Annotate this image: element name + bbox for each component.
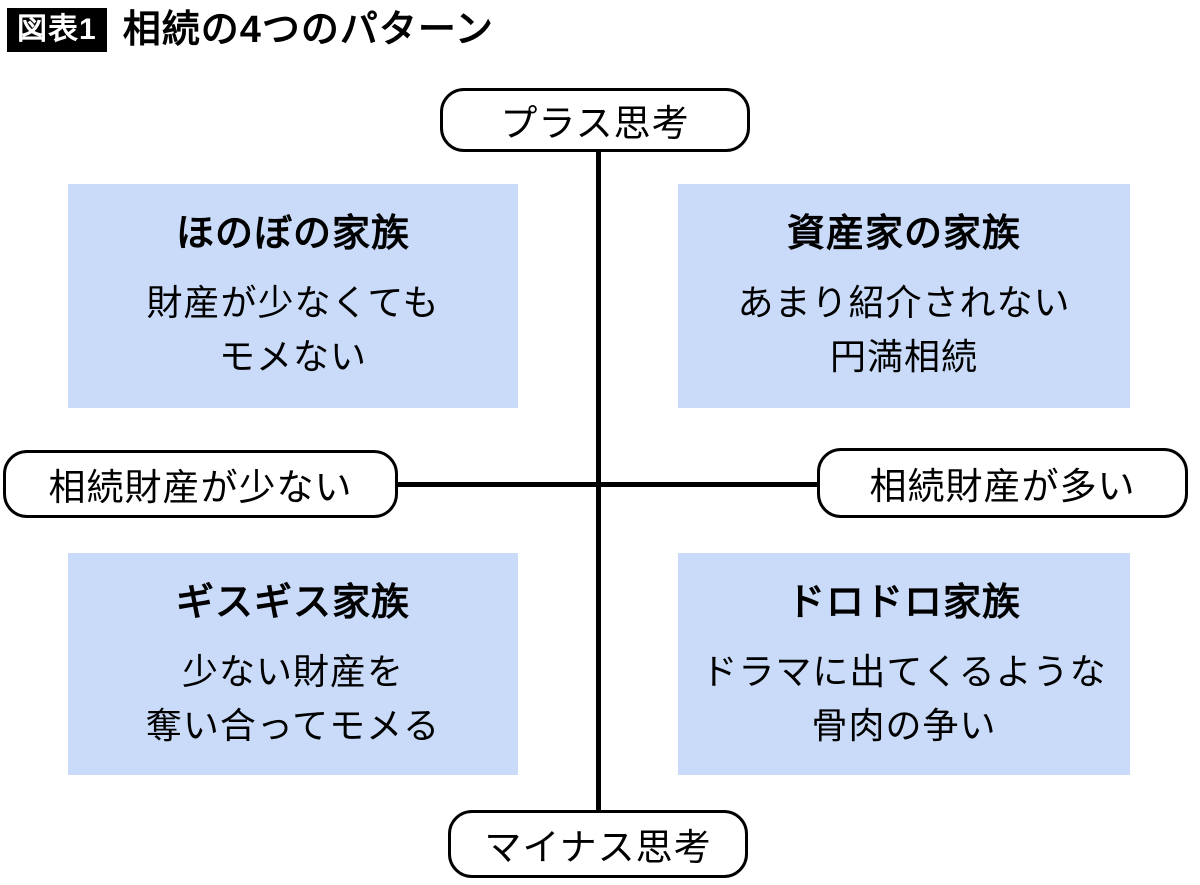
figure-badge: 図表1	[7, 8, 107, 52]
axis-label-bottom-minus-thinking: マイナス思考	[448, 810, 748, 878]
quadrant-title: ギスギス家族	[175, 582, 410, 624]
quadrant-description-line2: 円満相続	[829, 336, 978, 377]
quadrant-description-line2: 骨肉の争い	[811, 705, 997, 746]
axis-label-right-text: 相続財産が多い	[869, 466, 1136, 507]
quadrant-title: 資産家の家族	[786, 213, 1021, 255]
quadrant-bottom-right: ドロドロ家族 ドラマに出てくるような 骨肉の争い	[678, 553, 1130, 775]
quadrant-title: ほのぼの家族	[175, 213, 410, 255]
quadrant-description-line1: 少ない財産を	[181, 651, 404, 692]
axis-label-top-text: プラス思考	[500, 103, 690, 144]
quadrant-description-line2: モメない	[218, 336, 367, 377]
axis-label-bottom-text: マイナス思考	[484, 827, 712, 868]
quadrant-description-line1: 財産が少なくても	[146, 282, 440, 323]
quadrant-description-line1: ドラマに出てくるような	[701, 651, 1107, 692]
figure-header: 図表1 相続の4つのパターン	[7, 8, 494, 52]
quadrant-description: あまり紹介されない 円満相続	[737, 276, 1070, 384]
horizontal-axis-line	[396, 482, 820, 487]
quadrant-bottom-left: ギスギス家族 少ない財産を 奪い合ってモメる	[68, 553, 518, 775]
quadrant-top-right: 資産家の家族 あまり紹介されない 円満相続	[678, 184, 1130, 408]
axis-label-top-plus-thinking: プラス思考	[440, 88, 750, 152]
axis-label-left-text: 相続財産が少ない	[48, 467, 353, 508]
figure-title: 相続の4つのパターン	[122, 9, 494, 51]
axis-label-left-few-assets: 相続財産が少ない	[3, 450, 398, 518]
quadrant-description: 少ない財産を 奪い合ってモメる	[146, 645, 440, 753]
quadrant-title: ドロドロ家族	[786, 582, 1021, 624]
quadrant-description: ドラマに出てくるような 骨肉の争い	[701, 645, 1106, 753]
quadrant-description-line1: あまり紹介されない	[737, 282, 1071, 323]
axis-label-right-many-assets: 相続財産が多い	[817, 448, 1188, 518]
quadrant-top-left: ほのぼの家族 財産が少なくても モメない	[68, 184, 518, 408]
quadrant-description: 財産が少なくても モメない	[146, 276, 439, 384]
quadrant-description-line2: 奪い合ってモメる	[145, 705, 441, 746]
